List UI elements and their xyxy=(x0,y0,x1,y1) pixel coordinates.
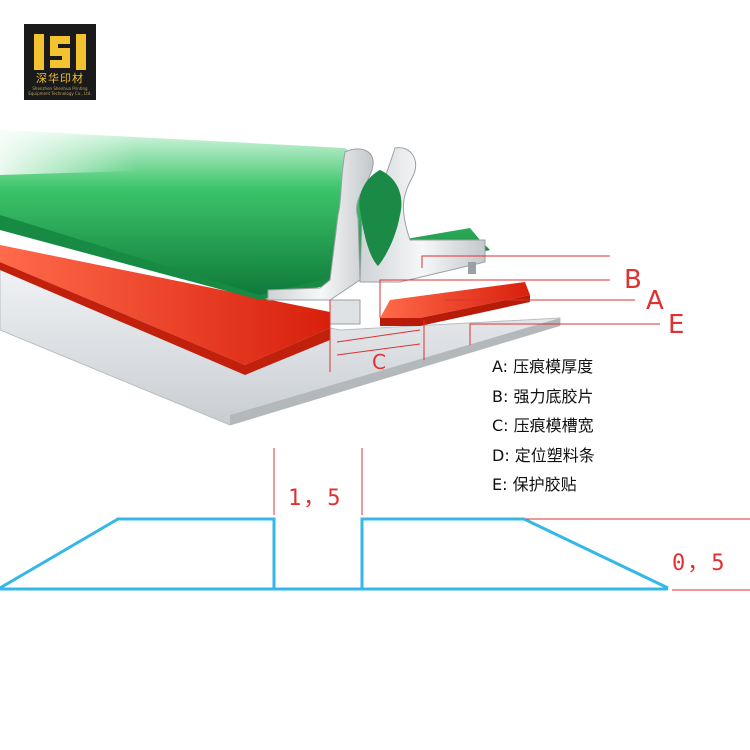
legend-item-c: C: 压痕模槽宽 xyxy=(492,416,594,435)
legend-item-d: D: 定位塑料条 xyxy=(492,445,595,465)
callout-lines xyxy=(329,255,660,372)
green-highlight xyxy=(0,130,345,175)
leader-e xyxy=(469,323,660,345)
red-strip-right-bevel xyxy=(380,295,530,326)
legend-item-b: B: 强力底胶片 xyxy=(492,386,594,406)
callout-label-c: C xyxy=(372,350,386,374)
callout-label-a: A xyxy=(646,286,664,316)
crease-matrix-illustration xyxy=(0,130,561,426)
profile-left-trapezoid xyxy=(0,517,276,590)
green-core-profile xyxy=(359,170,402,266)
company-logo xyxy=(24,24,96,100)
groove-width-label: 1，5 xyxy=(288,486,343,511)
legend-item-e: E: 保护胶贴 xyxy=(492,475,577,494)
plastic-strip-bottom xyxy=(329,299,361,325)
plastic-strip-foot xyxy=(468,262,476,274)
callout-label-b: B xyxy=(624,265,642,295)
callout-label-e: E xyxy=(668,310,685,340)
protective-tape-edge xyxy=(230,318,560,425)
cross-section-profile xyxy=(0,517,669,591)
leader-b xyxy=(379,279,610,318)
shenhua-s-logo-icon xyxy=(34,34,86,70)
dimension-lines xyxy=(273,448,750,591)
company-subtitle: Shenzhen Shenhua Printing Equipment Tech… xyxy=(28,86,92,96)
red-strip-left xyxy=(0,245,330,365)
c-bracket-bottom xyxy=(336,343,421,356)
height-label: 0，5 xyxy=(672,551,727,576)
legend-item-a: A: 压痕模厚度 xyxy=(492,357,594,376)
profile-right-trapezoid xyxy=(360,517,669,590)
positioning-plastic-strip xyxy=(267,148,374,301)
legend: A: 压痕模厚度 B: 强力底胶片 C: 压痕模槽宽 D: 定位塑料条 E: 保… xyxy=(492,352,595,500)
leader-top xyxy=(421,255,610,268)
c-bracket-top xyxy=(336,329,421,343)
company-name: 深华印材 xyxy=(36,72,84,85)
